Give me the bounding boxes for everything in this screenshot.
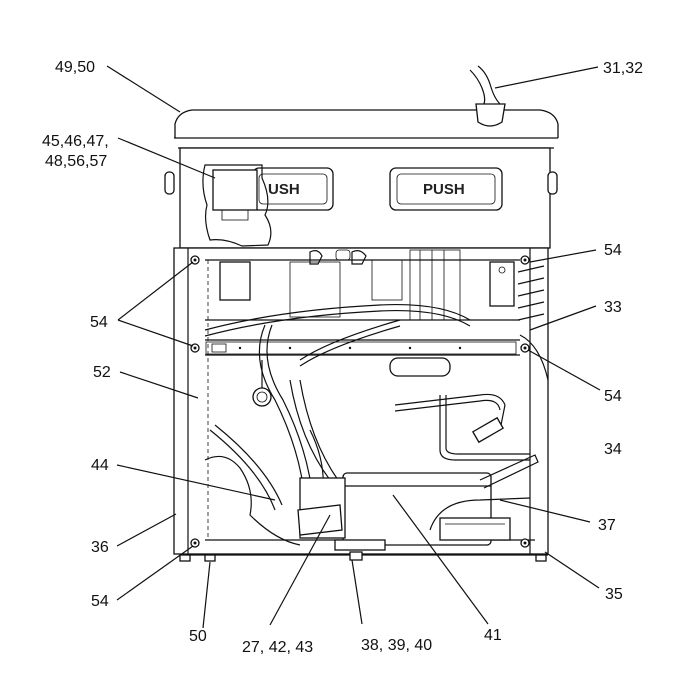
callout-48-56-57: 48,56,57 <box>45 153 107 170</box>
mounting-screws <box>190 255 530 548</box>
lower-right-cutaway <box>429 497 531 541</box>
callout-44: 44 <box>91 457 109 474</box>
right-louvres <box>517 265 549 381</box>
callout-54-top-right: 54 <box>604 242 622 259</box>
leader-lines <box>106 65 601 629</box>
callout-50: 50 <box>189 628 207 645</box>
left-side-knob <box>164 171 175 195</box>
drain-coupling <box>252 360 272 407</box>
callout-49-50: 49,50 <box>55 59 95 76</box>
callout-41: 41 <box>484 627 502 644</box>
tubing <box>204 304 471 511</box>
push-button-left: USH <box>252 167 334 211</box>
right-side-knob <box>547 171 558 195</box>
callout-52: 52 <box>93 364 111 381</box>
callout-37: 37 <box>598 517 616 534</box>
cross-bracket <box>205 341 517 355</box>
callout-36: 36 <box>91 539 109 556</box>
regulator-tube <box>389 357 530 461</box>
callout-54-left: 54 <box>90 314 108 331</box>
callout-54-mid-right: 54 <box>604 388 622 405</box>
callout-38-39-40: 38, 39, 40 <box>361 637 432 654</box>
upper-internal-parts <box>219 249 515 321</box>
callout-54-bottom-left: 54 <box>91 593 109 610</box>
push-button-right: PUSH <box>389 167 503 211</box>
callout-31-32: 31,32 <box>603 60 643 77</box>
callout-33: 33 <box>604 299 622 316</box>
callout-34: 34 <box>604 441 622 458</box>
push-button-left-label: USH <box>268 181 300 198</box>
bubbler-faucet <box>469 65 506 127</box>
lower-left-cutaway <box>204 455 301 546</box>
valve-cutaway <box>202 164 272 247</box>
push-button-right-label: PUSH <box>423 181 465 198</box>
callout-27-42-43: 27, 42, 43 <box>242 639 313 656</box>
compressor-assembly <box>297 454 539 561</box>
callout-35: 35 <box>605 586 623 603</box>
callout-45-46-47: 45,46,47, <box>42 133 109 150</box>
